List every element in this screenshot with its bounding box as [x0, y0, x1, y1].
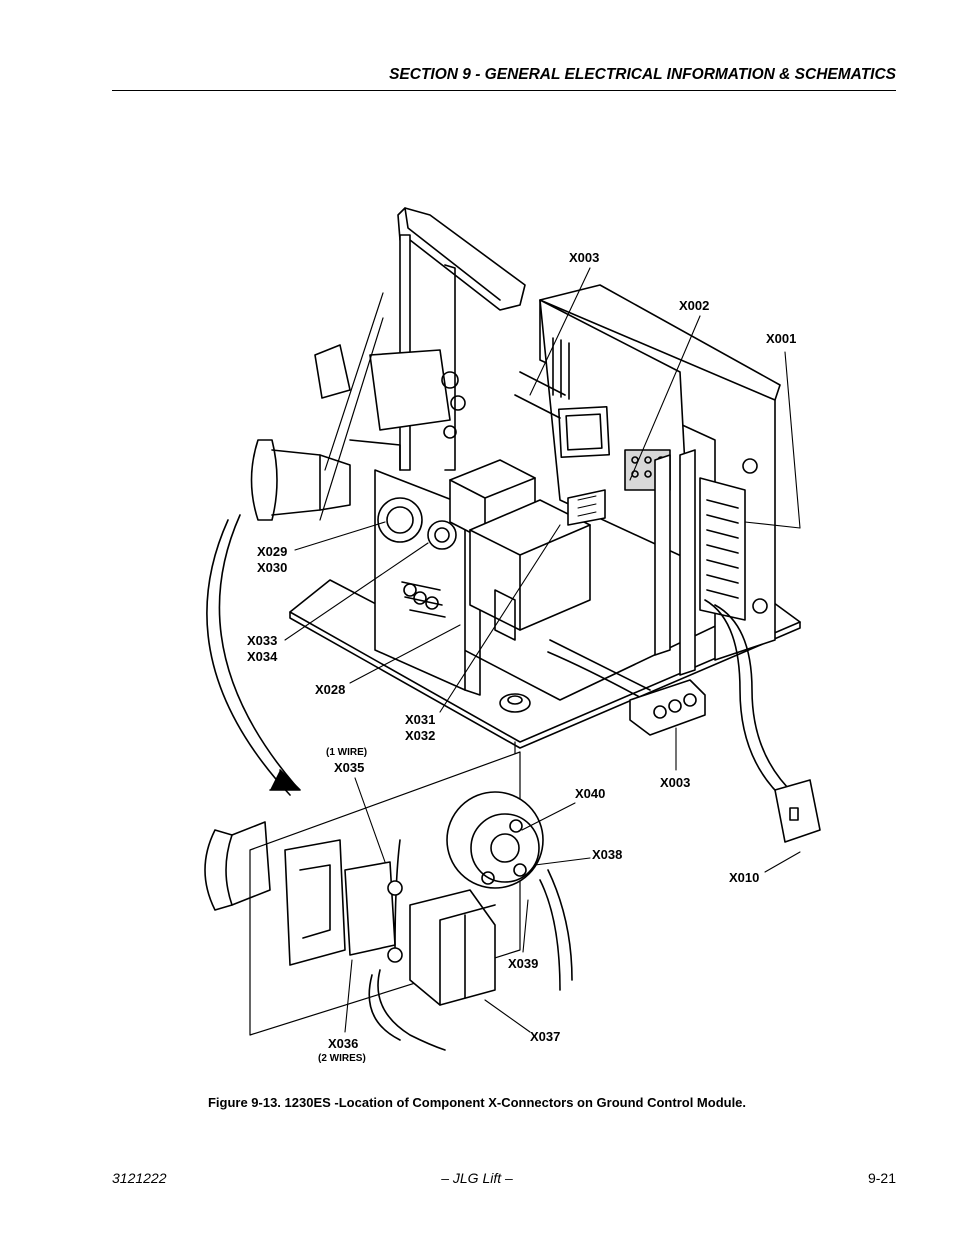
label-x003-top: X003	[569, 250, 599, 265]
label-x033: X033	[247, 633, 277, 648]
label-x034: X034	[247, 649, 278, 664]
label-x040: X040	[575, 786, 605, 801]
label-x002: X002	[679, 298, 709, 313]
label-x038: X038	[592, 847, 622, 862]
label-x010: X010	[729, 870, 759, 885]
detail-inset-drawing	[204, 751, 573, 1051]
module-assembly-drawing	[206, 207, 821, 843]
label-x032: X032	[405, 728, 435, 743]
label-x003-bottom: X003	[660, 775, 690, 790]
page-number: 9-21	[867, 1170, 896, 1186]
label-x036: X036	[328, 1036, 358, 1051]
publisher-footer: – JLG Lift –	[441, 1170, 513, 1186]
label-x031: X031	[405, 712, 435, 727]
callout-leader-lines	[284, 267, 801, 1033]
label-x029: X029	[257, 544, 287, 559]
label-x001: X001	[766, 331, 796, 346]
label-x037: X037	[530, 1029, 560, 1044]
callout-labels: X003 X002 X001 X029 X030 X033 X034 X028 …	[247, 250, 796, 1064]
doc-number: 3121222	[112, 1170, 167, 1186]
label-x028: X028	[315, 682, 345, 697]
label-x035-note: (1 WIRE)	[326, 747, 367, 758]
label-x030: X030	[257, 560, 287, 575]
label-x036-note: (2 WIRES)	[318, 1053, 366, 1064]
label-x035: X035	[334, 760, 364, 775]
page-header: SECTION 9 - GENERAL ELECTRICAL INFORMATI…	[112, 64, 896, 91]
section-title: SECTION 9 - GENERAL ELECTRICAL INFORMATI…	[389, 66, 896, 83]
label-x039: X039	[508, 956, 538, 971]
figure-caption: Figure 9-13. 1230ES -Location of Compone…	[207, 1095, 747, 1110]
